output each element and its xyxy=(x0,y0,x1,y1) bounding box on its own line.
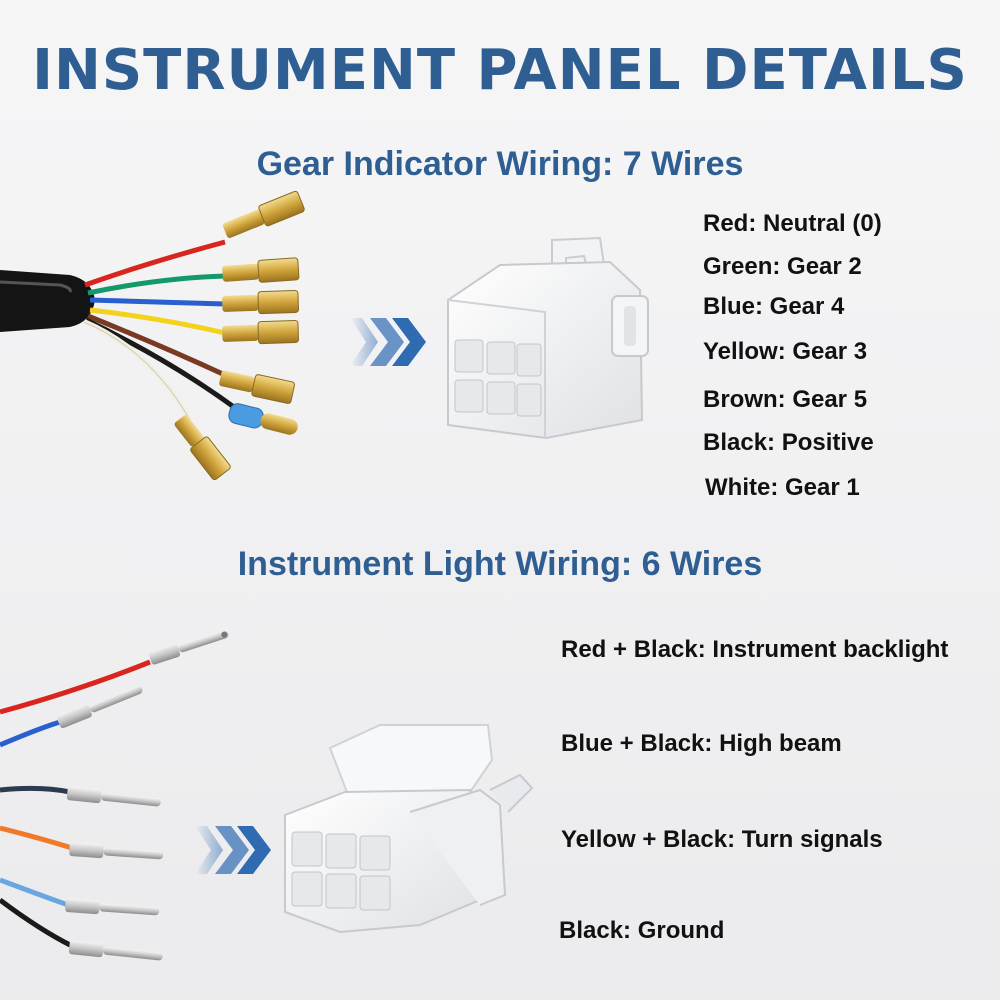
chevron-arrow-icon xyxy=(350,318,426,366)
spade-terminal xyxy=(222,319,300,345)
red-wire xyxy=(84,239,226,288)
gear-wire-label-white: White: Gear 1 xyxy=(705,474,860,501)
gear-harness xyxy=(0,190,305,481)
chevron-arrow-icon xyxy=(195,826,271,874)
pin-terminal xyxy=(148,630,229,665)
six-pin-connector xyxy=(284,724,534,934)
light-harness xyxy=(0,630,229,961)
brown-wire xyxy=(87,313,227,378)
orange-wire xyxy=(0,825,73,851)
light-section-heading: Instrument Light Wiring: 6 Wires xyxy=(237,545,763,583)
pin-terminal xyxy=(66,786,161,807)
page-title: INSTRUMENT PANEL DETAILS xyxy=(32,38,968,103)
pin-terminal xyxy=(56,686,143,729)
light-wire-label-ground: Black: Ground xyxy=(559,917,725,944)
gear-wire-label-red: Red: Neutral (0) xyxy=(703,210,882,237)
green-wire xyxy=(87,273,226,296)
light-wire-label-backlight: Red + Black: Instrument backlight xyxy=(561,636,949,663)
light-blue-wire xyxy=(0,877,69,908)
pin-terminal xyxy=(69,842,164,860)
blue-wire xyxy=(0,719,61,748)
gear-section-heading: Gear Indicator Wiring: 7 Wires xyxy=(256,145,744,183)
black-wire xyxy=(0,897,74,949)
gear-wire-label-green: Green: Gear 2 xyxy=(703,253,862,280)
spade-terminal xyxy=(222,257,300,283)
spade-terminal xyxy=(219,370,295,404)
dark-blue-wire xyxy=(0,785,71,795)
blue-wire xyxy=(89,297,226,307)
gear-wire-label-yellow: Yellow: Gear 3 xyxy=(703,338,868,365)
spade-terminal xyxy=(222,289,300,315)
yellow-wire xyxy=(89,307,226,336)
pin-terminal xyxy=(65,898,160,916)
light-wire-label-high-beam: Blue + Black: High beam xyxy=(561,730,842,757)
gear-wire-label-brown: Brown: Gear 5 xyxy=(703,386,868,413)
red-wire xyxy=(0,659,151,715)
seven-pin-connector xyxy=(447,236,649,440)
pin-terminal xyxy=(68,940,163,961)
spade-terminal xyxy=(174,415,231,481)
gear-wire-label-black: Black: Positive xyxy=(703,429,874,456)
light-wire-label-turn-signals: Yellow + Black: Turn signals xyxy=(561,826,883,853)
cable-sheath xyxy=(0,270,95,332)
gear-wire-label-blue: Blue: Gear 4 xyxy=(703,293,845,320)
bullet-terminal xyxy=(228,403,298,435)
spade-terminal xyxy=(222,190,305,238)
